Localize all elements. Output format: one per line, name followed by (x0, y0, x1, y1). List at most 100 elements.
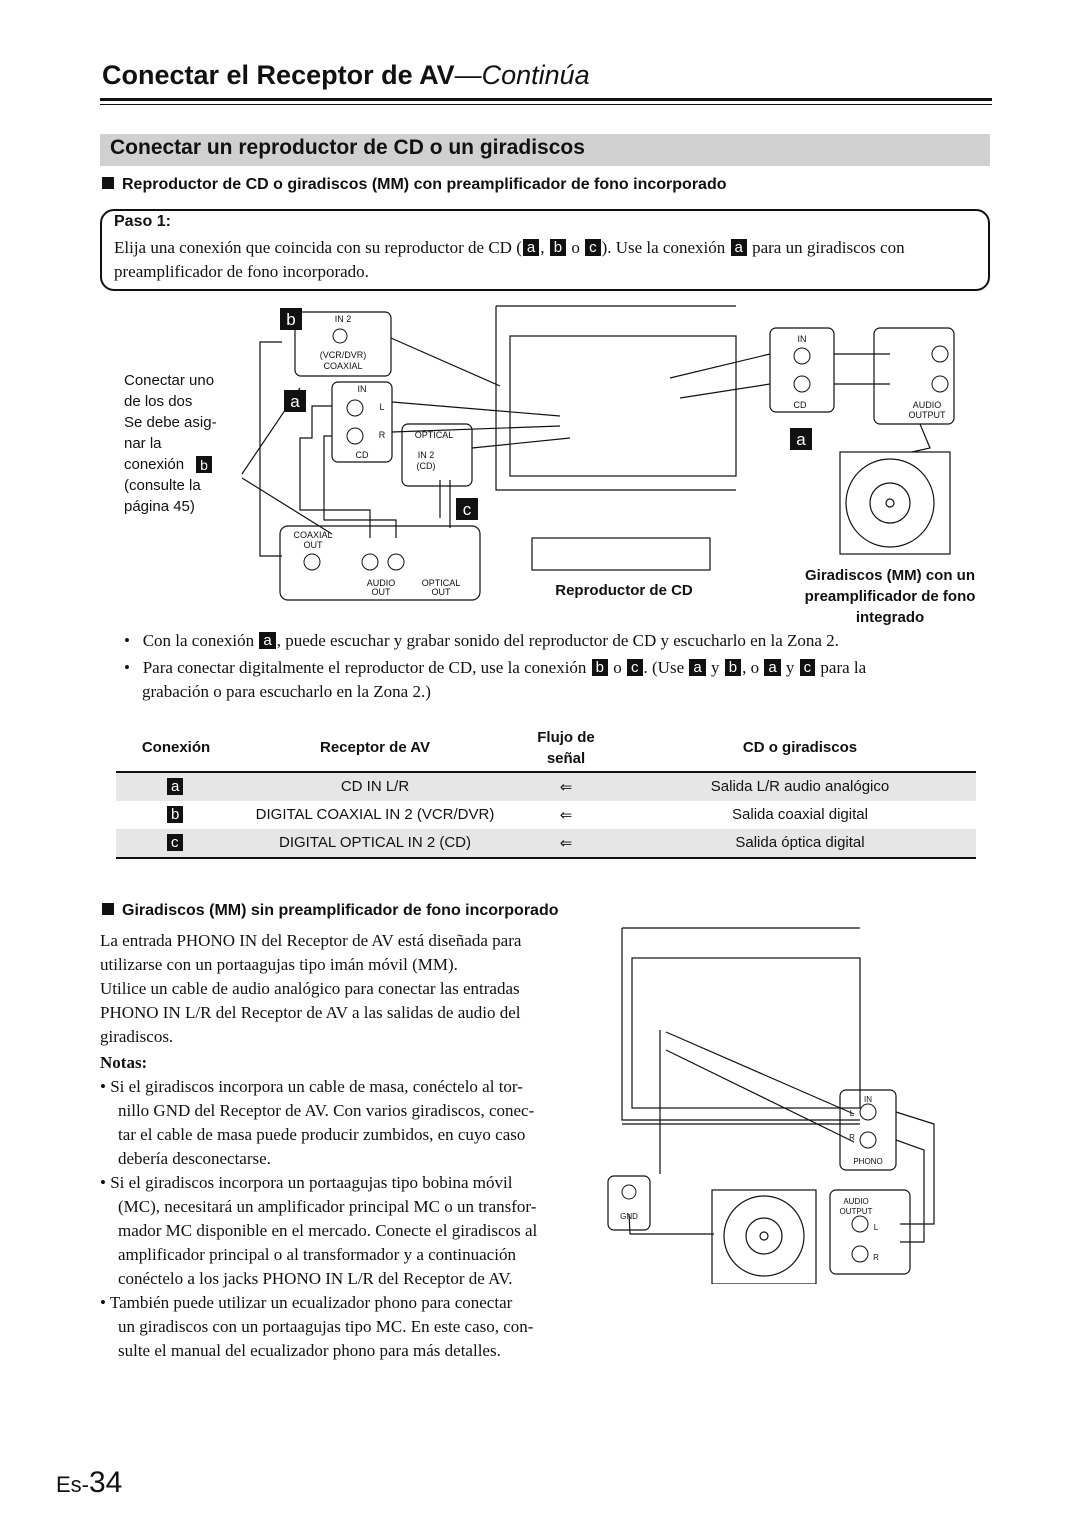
cell-source: Salida L/R audio analógico (710, 778, 890, 795)
label-output-l: L (874, 1223, 879, 1232)
header-rule (100, 98, 992, 101)
badge-a-diagram: a (290, 392, 300, 411)
cell-source: Salida coaxial digital (732, 806, 868, 823)
section-bar (100, 134, 990, 166)
notes-title: Notas: (100, 1053, 148, 1072)
cell-flow: ⇐ (559, 835, 573, 852)
connection-diagram: IN 2 (VCR/DVR) COAXIAL IN L R CD OPTICAL… (124, 305, 976, 626)
coaxial-in2-panel (294, 311, 392, 377)
label-turntable-in: IN (798, 334, 807, 344)
note-line-3: Se debe asig- (124, 414, 217, 431)
bullet-item: • Con la conexión a, puede escuchar y gr… (124, 631, 839, 650)
bullet-continuation: grabación o para escucharlo en la Zona 2… (142, 682, 431, 701)
label-coaxial-out-sub: OUT (304, 540, 324, 550)
receiver-outline (621, 927, 860, 1125)
table-rule-bottom (116, 857, 976, 859)
table-row (116, 773, 976, 801)
cell-receiver: DIGITAL COAXIAL IN 2 (VCR/DVR) (255, 806, 495, 823)
cd-player-label: Reproductor de CD (555, 582, 693, 599)
cd-in-panel (331, 381, 393, 463)
label-l: L (379, 402, 384, 412)
label-coaxial: COAXIAL (323, 361, 362, 371)
cell-source: Salida óptica digital (735, 834, 865, 851)
row-badge-c: c (167, 834, 183, 851)
badge-c-diagram: c (463, 500, 472, 519)
note-line-5: conexión (124, 456, 184, 473)
cell-receiver: DIGITAL OPTICAL IN 2 (CD) (279, 834, 471, 851)
page-number: Es-34 (56, 1466, 123, 1499)
label-r: R (379, 430, 386, 440)
label-in2-cd: IN 2 (418, 450, 435, 460)
label-audio-output-sub: OUTPUT (840, 1207, 873, 1216)
label-audio-out-sub: OUT (372, 587, 392, 597)
note-line-4: nar la (124, 435, 162, 452)
note-line-2: de los dos (124, 393, 192, 410)
label-audio-out: AUDIO (367, 578, 396, 588)
receiver-back-panel (509, 335, 737, 477)
note-line-7: página 45) (124, 498, 195, 515)
label-in2: IN 2 (335, 314, 352, 324)
label-audio-output: AUDIO (843, 1197, 868, 1206)
label-phono-in: IN (864, 1095, 872, 1104)
label-gnd: GND (620, 1212, 638, 1221)
label-coaxial-out: COAXIAL (293, 530, 332, 540)
section-title: Conectar un reproductor de CD o un girad… (110, 136, 585, 159)
turntable-label-2: preamplificador de fono (805, 588, 976, 605)
turntable-label-1: Giradiscos (MM) con un (805, 567, 975, 584)
page-title: Conectar el Receptor de AV—Continúa (102, 60, 590, 90)
badge-b-diagram: b (286, 310, 295, 329)
label-turntable-cd: CD (794, 400, 807, 410)
label-output-r: R (873, 1253, 879, 1262)
turntable-output-panel (873, 327, 955, 425)
note-item: • Si el giradiscos incorpora un portaagu… (100, 1173, 538, 1288)
bullet-item: • Para conectar digitalmente el reproduc… (124, 658, 867, 677)
turntable-input-panel (769, 327, 835, 413)
cell-flow: ⇐ (559, 779, 573, 796)
note-line-6: (consulte la (124, 477, 201, 494)
receiver-outline (495, 305, 736, 491)
label-cd: CD (356, 450, 369, 460)
label-audio-output: AUDIO (913, 400, 942, 410)
row-badge-a: a (167, 778, 184, 795)
step-label: Paso 1: (114, 213, 171, 230)
step-box (100, 209, 990, 291)
note-item: • También puede utilizar un ecualizador … (100, 1293, 534, 1360)
turntable-label-3: integrado (856, 609, 924, 626)
phono-diagram: IN L R PHONO GND AUDIO OUTPUT L R (607, 927, 935, 1284)
table-header-flow-2: señal (546, 750, 586, 767)
optical-in2-panel (401, 423, 473, 487)
label-optical: OPTICAL (415, 430, 454, 440)
cd-player (531, 537, 711, 571)
turntable (839, 451, 951, 555)
note-item: • Si el giradiscos incorpora un cable de… (100, 1077, 535, 1168)
label-audio-output-sub: OUTPUT (909, 410, 947, 420)
table-header-flow-1: Flujo de (537, 729, 595, 746)
label-in: IN (358, 384, 367, 394)
table-row (116, 829, 976, 857)
turntable (711, 1189, 817, 1284)
label-optical-out: OPTICAL (422, 578, 461, 588)
gnd-terminal-panel (607, 1175, 651, 1231)
cell-flow: ⇐ (559, 807, 573, 824)
badge-a-turntable: a (796, 430, 806, 449)
label-vcr-dvr: (VCR/DVR) (320, 350, 367, 360)
bullet-list-1: • Con la conexión a, puede escuchar y gr… (124, 629, 866, 704)
subheading-mm: Giradiscos (MM) sin preamplificador de f… (102, 902, 559, 920)
label-phono-r: R (849, 1133, 855, 1142)
label-phono: PHONO (853, 1157, 882, 1166)
label-optical-out-sub: OUT (432, 587, 452, 597)
table-header-receiver: Receptor de AV (319, 739, 431, 756)
receiver-back-panel (631, 957, 861, 1109)
cd-player-output-panel (279, 525, 481, 601)
label-phono-l: L (850, 1109, 855, 1118)
mm-text: La entrada PHONO IN del Receptor de AV e… (100, 929, 580, 1363)
step-text: Elija una conexión que coincida con su r… (114, 238, 905, 281)
header-rule-thin (100, 104, 992, 105)
label-in2-cd-sub: (CD) (417, 461, 436, 471)
cell-receiver: CD IN L/R (340, 778, 410, 795)
audio-output-panel (829, 1189, 911, 1275)
table-rule-top (116, 771, 976, 773)
subheading-cd-turntable: Reproductor de CD o giradiscos (MM) con … (102, 176, 726, 194)
row-badge-b: b (167, 806, 184, 823)
note-line-1: Conectar uno (124, 372, 214, 389)
